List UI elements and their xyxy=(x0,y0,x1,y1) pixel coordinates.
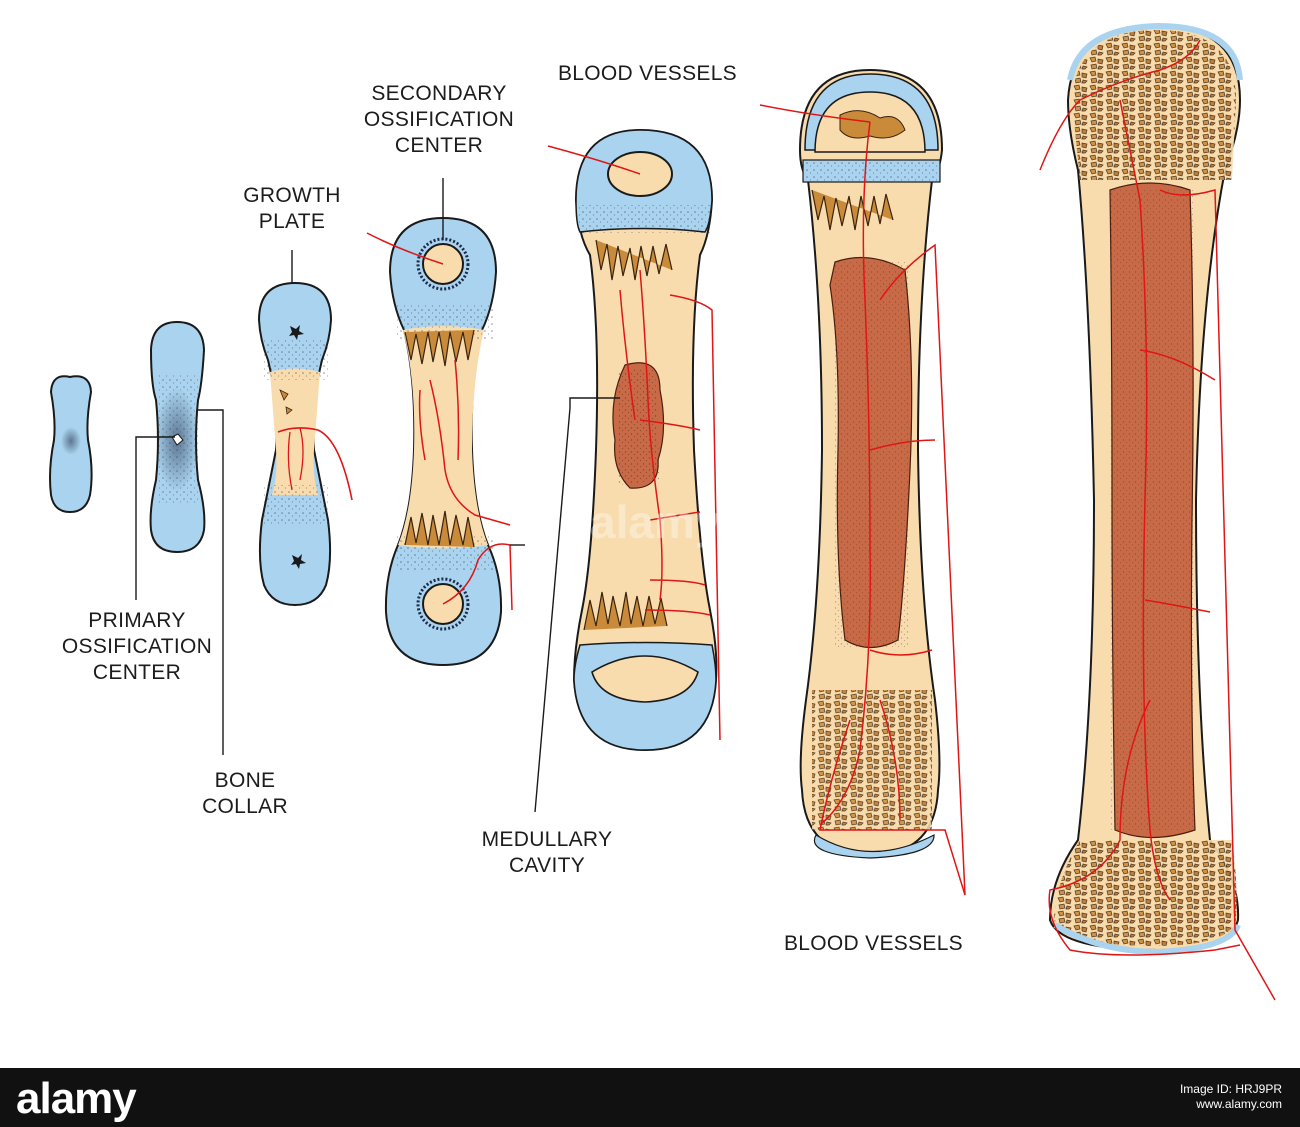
primary-line-2: OSSIFICATION xyxy=(61,635,213,658)
brand-logo: alamy xyxy=(16,1074,137,1123)
primary-line-3: CENTER xyxy=(92,661,182,684)
stage-2-bone-collar xyxy=(149,320,206,554)
medullary-line-2: CAVITY xyxy=(508,854,586,877)
blood-vessels-bottom-label: BLOOD VESSELS xyxy=(784,931,1014,957)
primary-ossification-center-label: PRIMARY OSSIFICATION CENTER xyxy=(52,608,222,686)
bone-collar-line-2: COLLAR xyxy=(202,795,288,818)
secondary-ossification-center-label: SECONDARY OSSIFICATION CENTER xyxy=(344,81,534,159)
primary-ossification-leader xyxy=(135,436,175,600)
secondary-line-2: OSSIFICATION xyxy=(363,108,515,131)
stage-1-cartilage-model xyxy=(49,375,93,514)
blood-vessels-bottom-text: BLOOD VESSELS xyxy=(784,932,963,955)
bone-collar-label: BONE COLLAR xyxy=(185,768,305,820)
stage-6-developing-long-bone xyxy=(759,68,966,896)
leader-lines xyxy=(135,178,620,813)
medullary-cavity-label: MEDULLARY CAVITY xyxy=(462,827,632,879)
blood-vessels-top-label: BLOOD VESSELS xyxy=(558,61,788,87)
stage-3-growth-plate xyxy=(257,281,353,607)
growth-plate-line-1: GROWTH xyxy=(243,184,341,207)
stage-5-medullary-cavity xyxy=(547,128,721,752)
medullary-cavity-leader xyxy=(534,397,620,813)
growth-plate-line-2: PLATE xyxy=(258,210,326,233)
medullary-line-1: MEDULLARY xyxy=(481,828,613,851)
stage-7-mature-long-bone xyxy=(1039,22,1276,1001)
primary-line-1: PRIMARY xyxy=(88,609,186,632)
secondary-line-3: CENTER xyxy=(394,134,484,157)
bone-collar-line-1: BONE xyxy=(214,769,276,792)
bone-collar-leader xyxy=(197,409,224,755)
blood-vessels-top-text: BLOOD VESSELS xyxy=(558,62,737,85)
stage-4-secondary-ossification xyxy=(366,216,525,667)
stock-footer-bar: alamy Image ID: HRJ9PR www.alamy.com xyxy=(0,1068,1300,1127)
image-id-text: Image ID: HRJ9PR xyxy=(1179,1082,1282,1096)
secondary-line-1: SECONDARY xyxy=(371,82,507,105)
site-url-text: www.alamy.com xyxy=(1196,1097,1282,1111)
stock-id-block: Image ID: HRJ9PR www.alamy.com xyxy=(1180,1082,1282,1112)
growth-plate-label: GROWTH PLATE xyxy=(222,183,362,235)
